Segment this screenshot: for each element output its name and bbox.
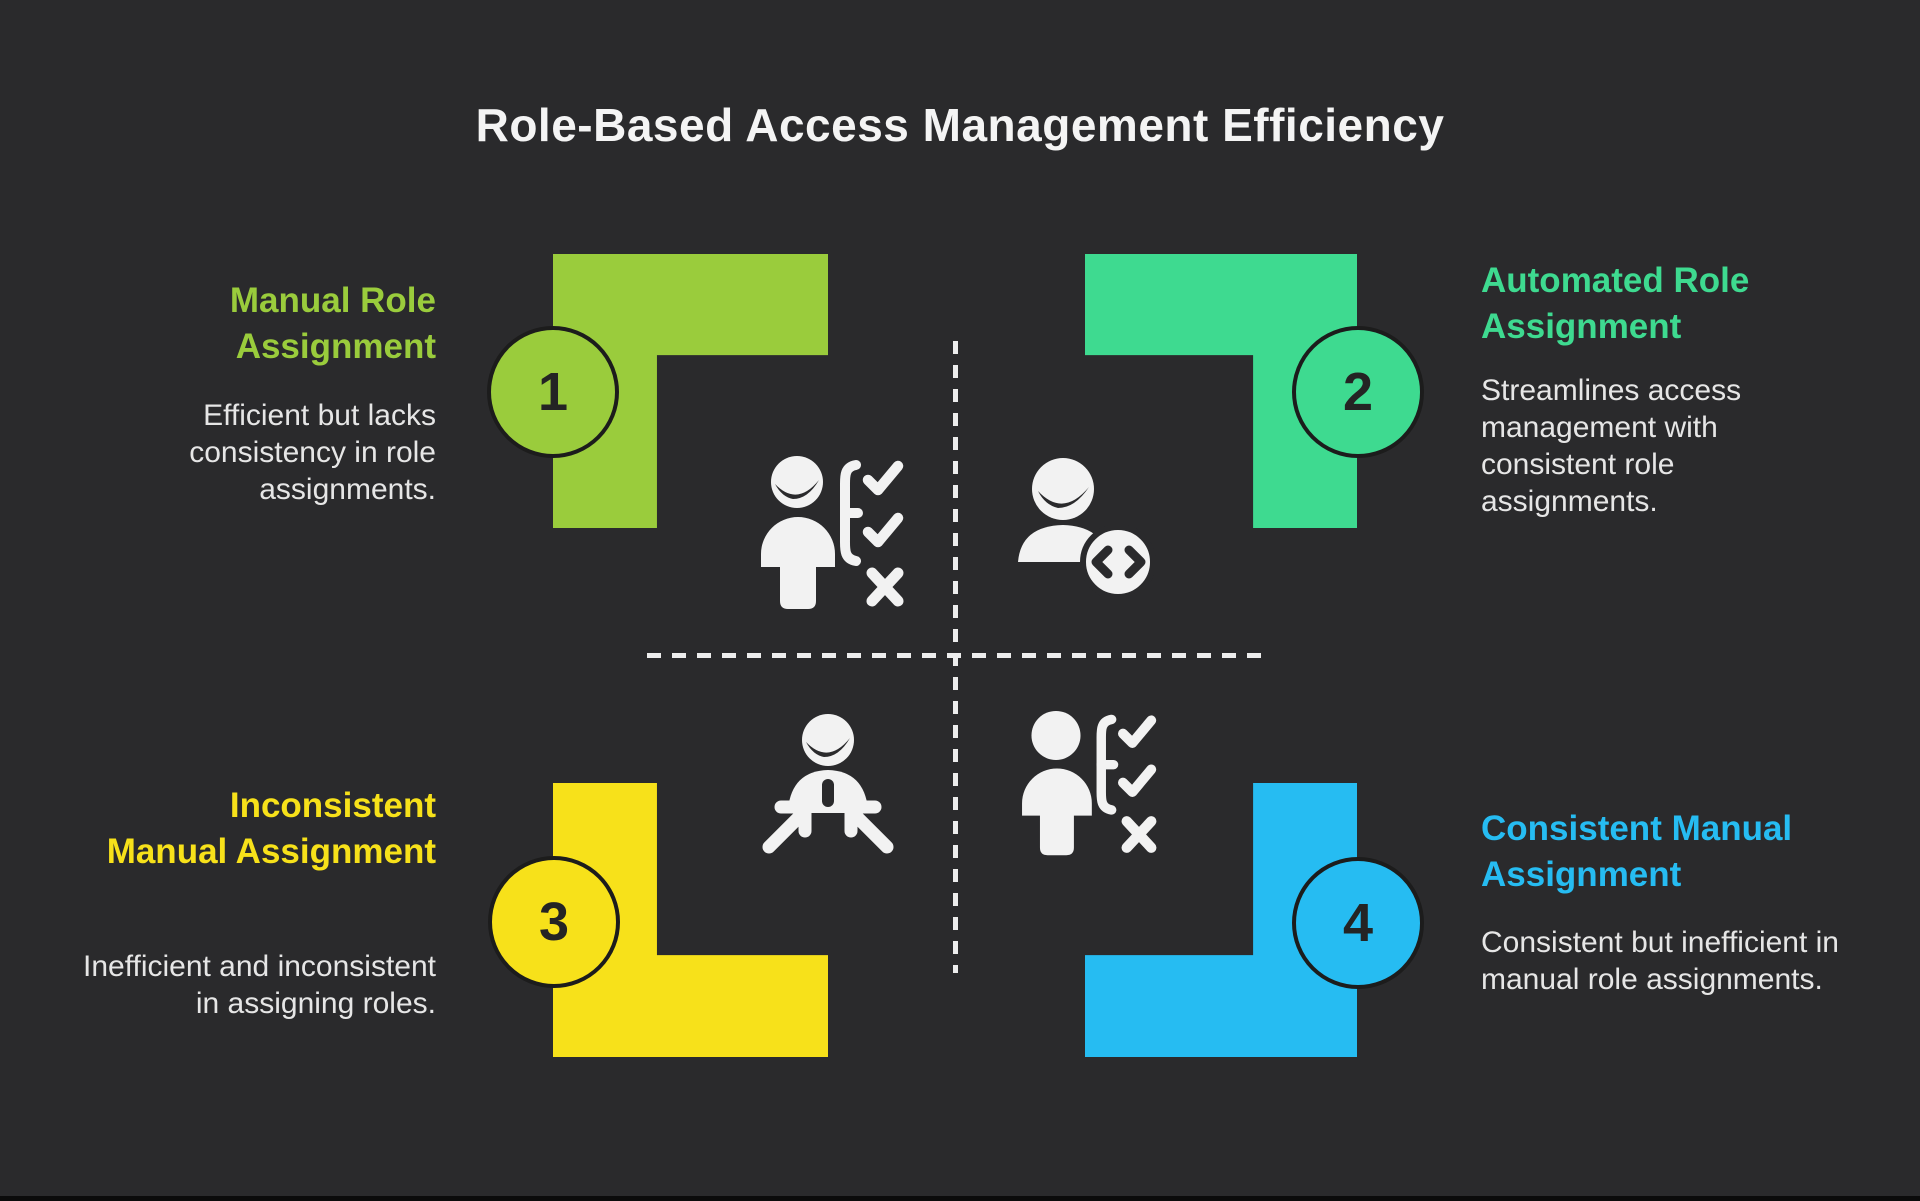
quadrant-4-heading: Consistent Manual Assignment: [1481, 809, 1793, 894]
quadrant-4-number-badge: 4: [1292, 857, 1424, 989]
quadrant-3-number: 3: [538, 892, 570, 952]
person-code-badge-icon: [1018, 458, 1156, 600]
quadrant-4-description: Consistent but inefficient in manual rol…: [1481, 926, 1839, 996]
quadrant-4-number: 4: [1342, 893, 1374, 953]
quadrant-3-number-badge: 3: [488, 856, 620, 988]
page-title: Role-Based Access Management Efficiency: [475, 99, 1445, 151]
quadrant-3-heading: Inconsistent Manual Assignment: [106, 786, 436, 871]
person-converging-arrows-icon: [762, 714, 894, 854]
quadrant-divider-horizontal: [647, 653, 1269, 658]
quadrant-1-heading: Manual Role Assignment: [229, 281, 436, 366]
quadrant-1-number: 1: [537, 362, 569, 422]
person-checklist-icon: [761, 456, 904, 609]
bottom-edge-strip: [0, 1196, 1920, 1201]
person-tasklist-icon: [1022, 710, 1157, 856]
quadrant-3-description: Inefficient and inconsistent in assignin…: [82, 950, 436, 1020]
quadrant-2-heading: Automated Role Assignment: [1481, 261, 1750, 346]
quadrant-2-number: 2: [1342, 362, 1374, 422]
quadrant-1-description: Efficient but lacks consistency in role …: [189, 399, 436, 506]
quadrant-2-description: Streamlines access management with consi…: [1481, 374, 1742, 518]
quadrant-1-number-badge: 1: [487, 326, 619, 458]
quadrant-2-number-badge: 2: [1292, 326, 1424, 458]
